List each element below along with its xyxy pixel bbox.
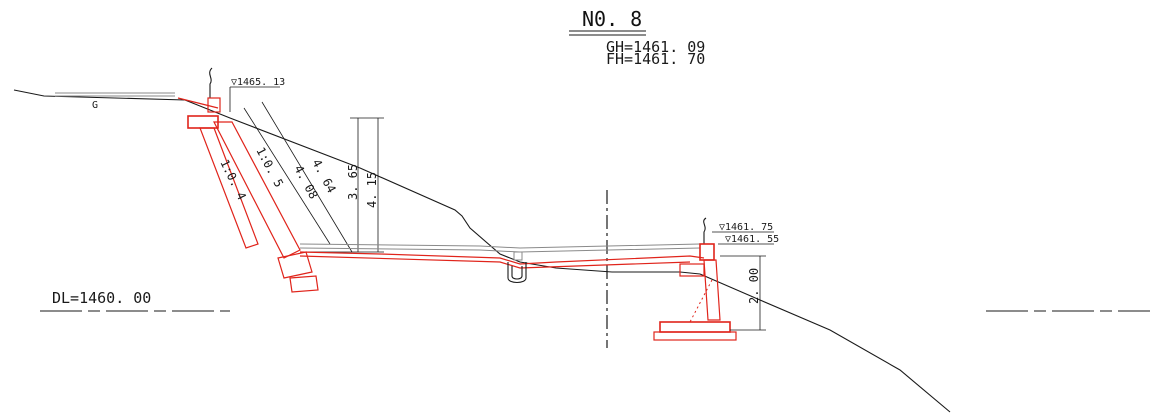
slope-length-dim-a (243, 107, 331, 245)
left-wall-footing (277, 251, 313, 279)
right-wall-footing (659, 321, 731, 333)
height-b-label: 4. 15 (365, 172, 379, 208)
center-drain (507, 262, 527, 284)
right-wall-dashed-brace (689, 279, 713, 323)
datum-label: DL=1460. 00 (52, 289, 151, 307)
road-existing-surface (299, 243, 701, 249)
drain-grate (513, 251, 523, 261)
left-wall-base (289, 275, 319, 293)
right-wall-body (703, 259, 721, 321)
height-a-label: 3. 65 (346, 164, 360, 200)
left-wall-body-outer (213, 121, 301, 259)
road-design-subgrade (299, 255, 691, 269)
road-existing-surface-2 (299, 247, 701, 253)
left-fence-post (209, 67, 213, 98)
existing-ground-right (699, 273, 951, 413)
right-fence-post (703, 217, 707, 244)
left-wall-red-top (177, 97, 219, 109)
right-height-label: 2. 00 (747, 268, 761, 304)
right-wall-base (653, 331, 737, 341)
section-number: N0. 8 (582, 7, 642, 31)
road-design-surface (299, 251, 705, 265)
left-level-label: ▽1465. 13 (231, 77, 285, 88)
left-wall-body-inner (199, 127, 259, 249)
slope-length-dim-b (261, 101, 353, 253)
right-wall-step (679, 263, 705, 277)
existing-ground-line (13, 89, 701, 275)
center-drain-inner (511, 266, 523, 280)
ground-height-label: GH=1461. 09 (606, 38, 705, 56)
ground-marker-label: G (92, 100, 98, 111)
right-level-bottom-label: ▽1461. 55 (725, 234, 779, 245)
formation-height-label: FH=1461. 70 (606, 50, 705, 68)
right-level-top-label: ▽1461. 75 (719, 222, 773, 233)
